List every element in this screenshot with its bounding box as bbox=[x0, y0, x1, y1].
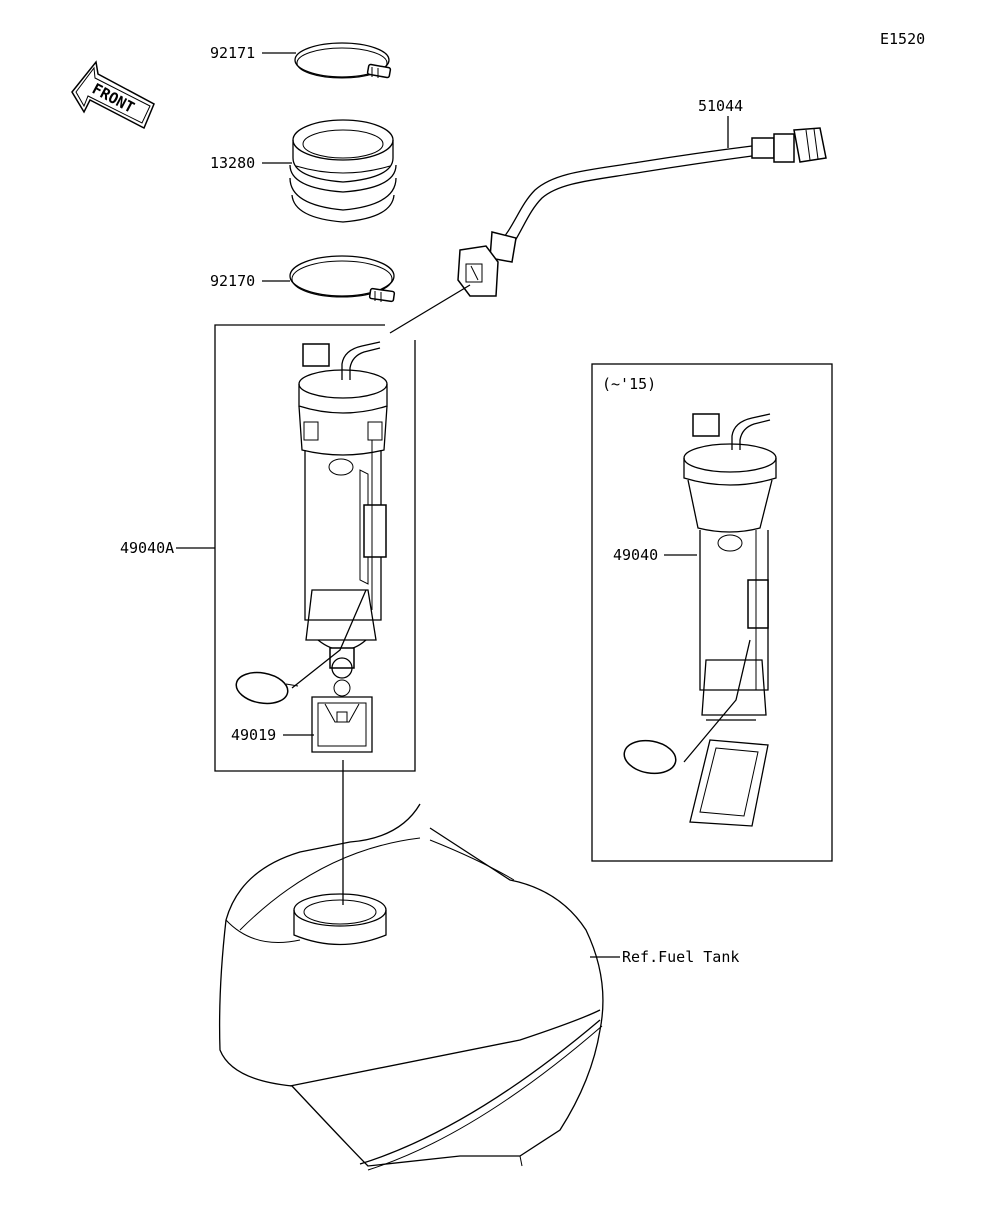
label-ref-tank: Ref.Fuel Tank bbox=[622, 948, 739, 966]
label-49040A: 49040A bbox=[120, 539, 174, 557]
diagram-code: E1520 bbox=[880, 30, 925, 48]
front-arrow-icon: FRONT bbox=[71, 60, 155, 130]
variant-note: (~'15) bbox=[602, 375, 656, 393]
leader-hose-to-pump bbox=[389, 284, 471, 334]
pump-assy-frame bbox=[591, 363, 833, 862]
lower-clamp-part bbox=[289, 255, 396, 303]
upper-clamp-part bbox=[294, 42, 392, 79]
grommet-part bbox=[289, 119, 397, 223]
label-92171: 92171 bbox=[210, 44, 255, 62]
label-13280: 13280 bbox=[210, 154, 255, 172]
fuel-filter-part bbox=[311, 696, 373, 753]
label-92170: 92170 bbox=[210, 272, 255, 290]
label-51044: 51044 bbox=[698, 97, 743, 115]
label-49040: 49040 bbox=[613, 546, 658, 564]
fuel-hose-part bbox=[457, 127, 827, 297]
label-49019: 49019 bbox=[231, 726, 276, 744]
fuel-pump-right bbox=[623, 413, 777, 827]
fuel-pump-left bbox=[235, 341, 388, 705]
fuel-tank-ref bbox=[218, 803, 604, 1171]
pump-assy-a-frame bbox=[214, 324, 416, 772]
